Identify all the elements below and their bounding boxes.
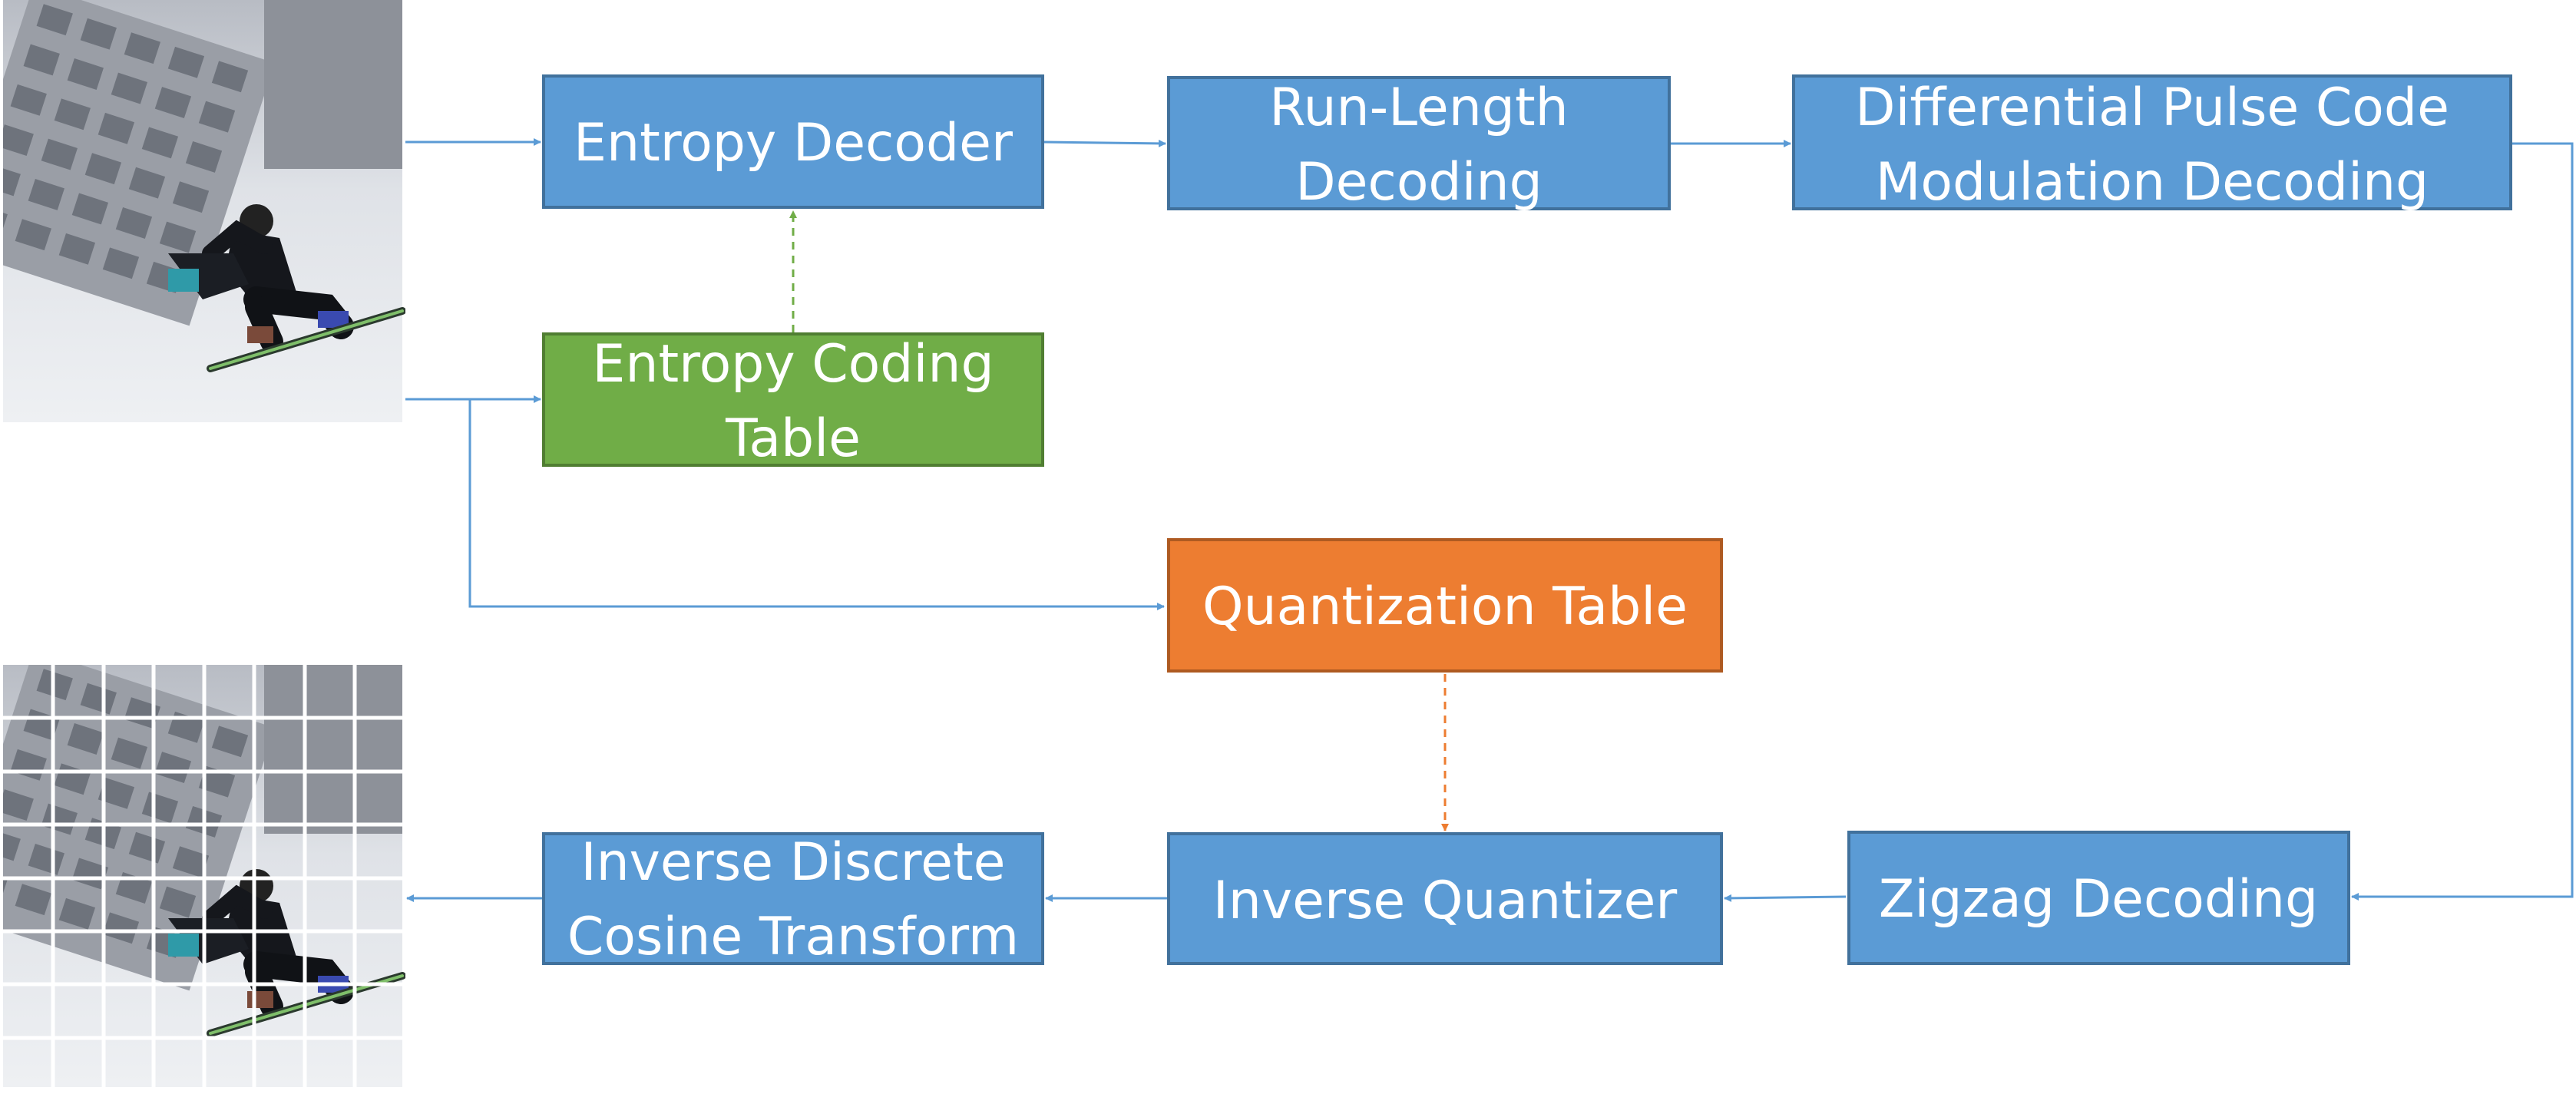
box-label-line-2: Cosine Transform bbox=[567, 907, 1019, 967]
box-inverse-dct: Inverse Discrete Cosine Transform bbox=[542, 832, 1044, 967]
box-label-line-1: Differential Pulse Code bbox=[1855, 78, 2449, 138]
block-grid bbox=[3, 665, 405, 1091]
box-dpcm-decoding: Differential Pulse Code Modulation Decod… bbox=[1792, 74, 2512, 213]
box-inverse-quantizer: Inverse Quantizer bbox=[1167, 832, 1723, 965]
input-image bbox=[0, 0, 402, 422]
arrow-dpcm-to-zigzag bbox=[2351, 142, 2574, 901]
box-label: Inverse Quantizer bbox=[1213, 871, 1678, 931]
box-label-line-2: Modulation Decoding bbox=[1876, 152, 2429, 213]
box-label: Zigzag Decoding bbox=[1879, 869, 2318, 930]
box-run-length-decoding: Run-Length Decoding bbox=[1167, 76, 1671, 213]
box-label-line-1: Run-Length bbox=[1269, 78, 1568, 138]
box-label: Entropy Decoder bbox=[574, 113, 1013, 174]
box-label-line-2: Table bbox=[725, 408, 861, 469]
box-label-line-1: Entropy Coding bbox=[592, 334, 994, 395]
arrow-zigzag-to-inverse-quantizer bbox=[1724, 894, 1847, 902]
box-quantization-table: Quantization Table bbox=[1167, 538, 1723, 673]
connectors bbox=[405, 138, 2574, 902]
box-entropy-coding-table: Entropy Coding Table bbox=[542, 332, 1044, 469]
output-image bbox=[3, 665, 405, 1091]
arrow-input-to-quant-table bbox=[468, 399, 1165, 610]
box-label-line-2: Decoding bbox=[1295, 152, 1543, 213]
arrow-entropy-decoder-to-run-length bbox=[1043, 139, 1166, 147]
box-label-line-1: Inverse Discrete bbox=[581, 832, 1006, 893]
box-label: Quantization Table bbox=[1202, 577, 1688, 637]
box-zigzag-decoding: Zigzag Decoding bbox=[1847, 831, 2350, 965]
box-entropy-decoder: Entropy Decoder bbox=[542, 74, 1044, 209]
